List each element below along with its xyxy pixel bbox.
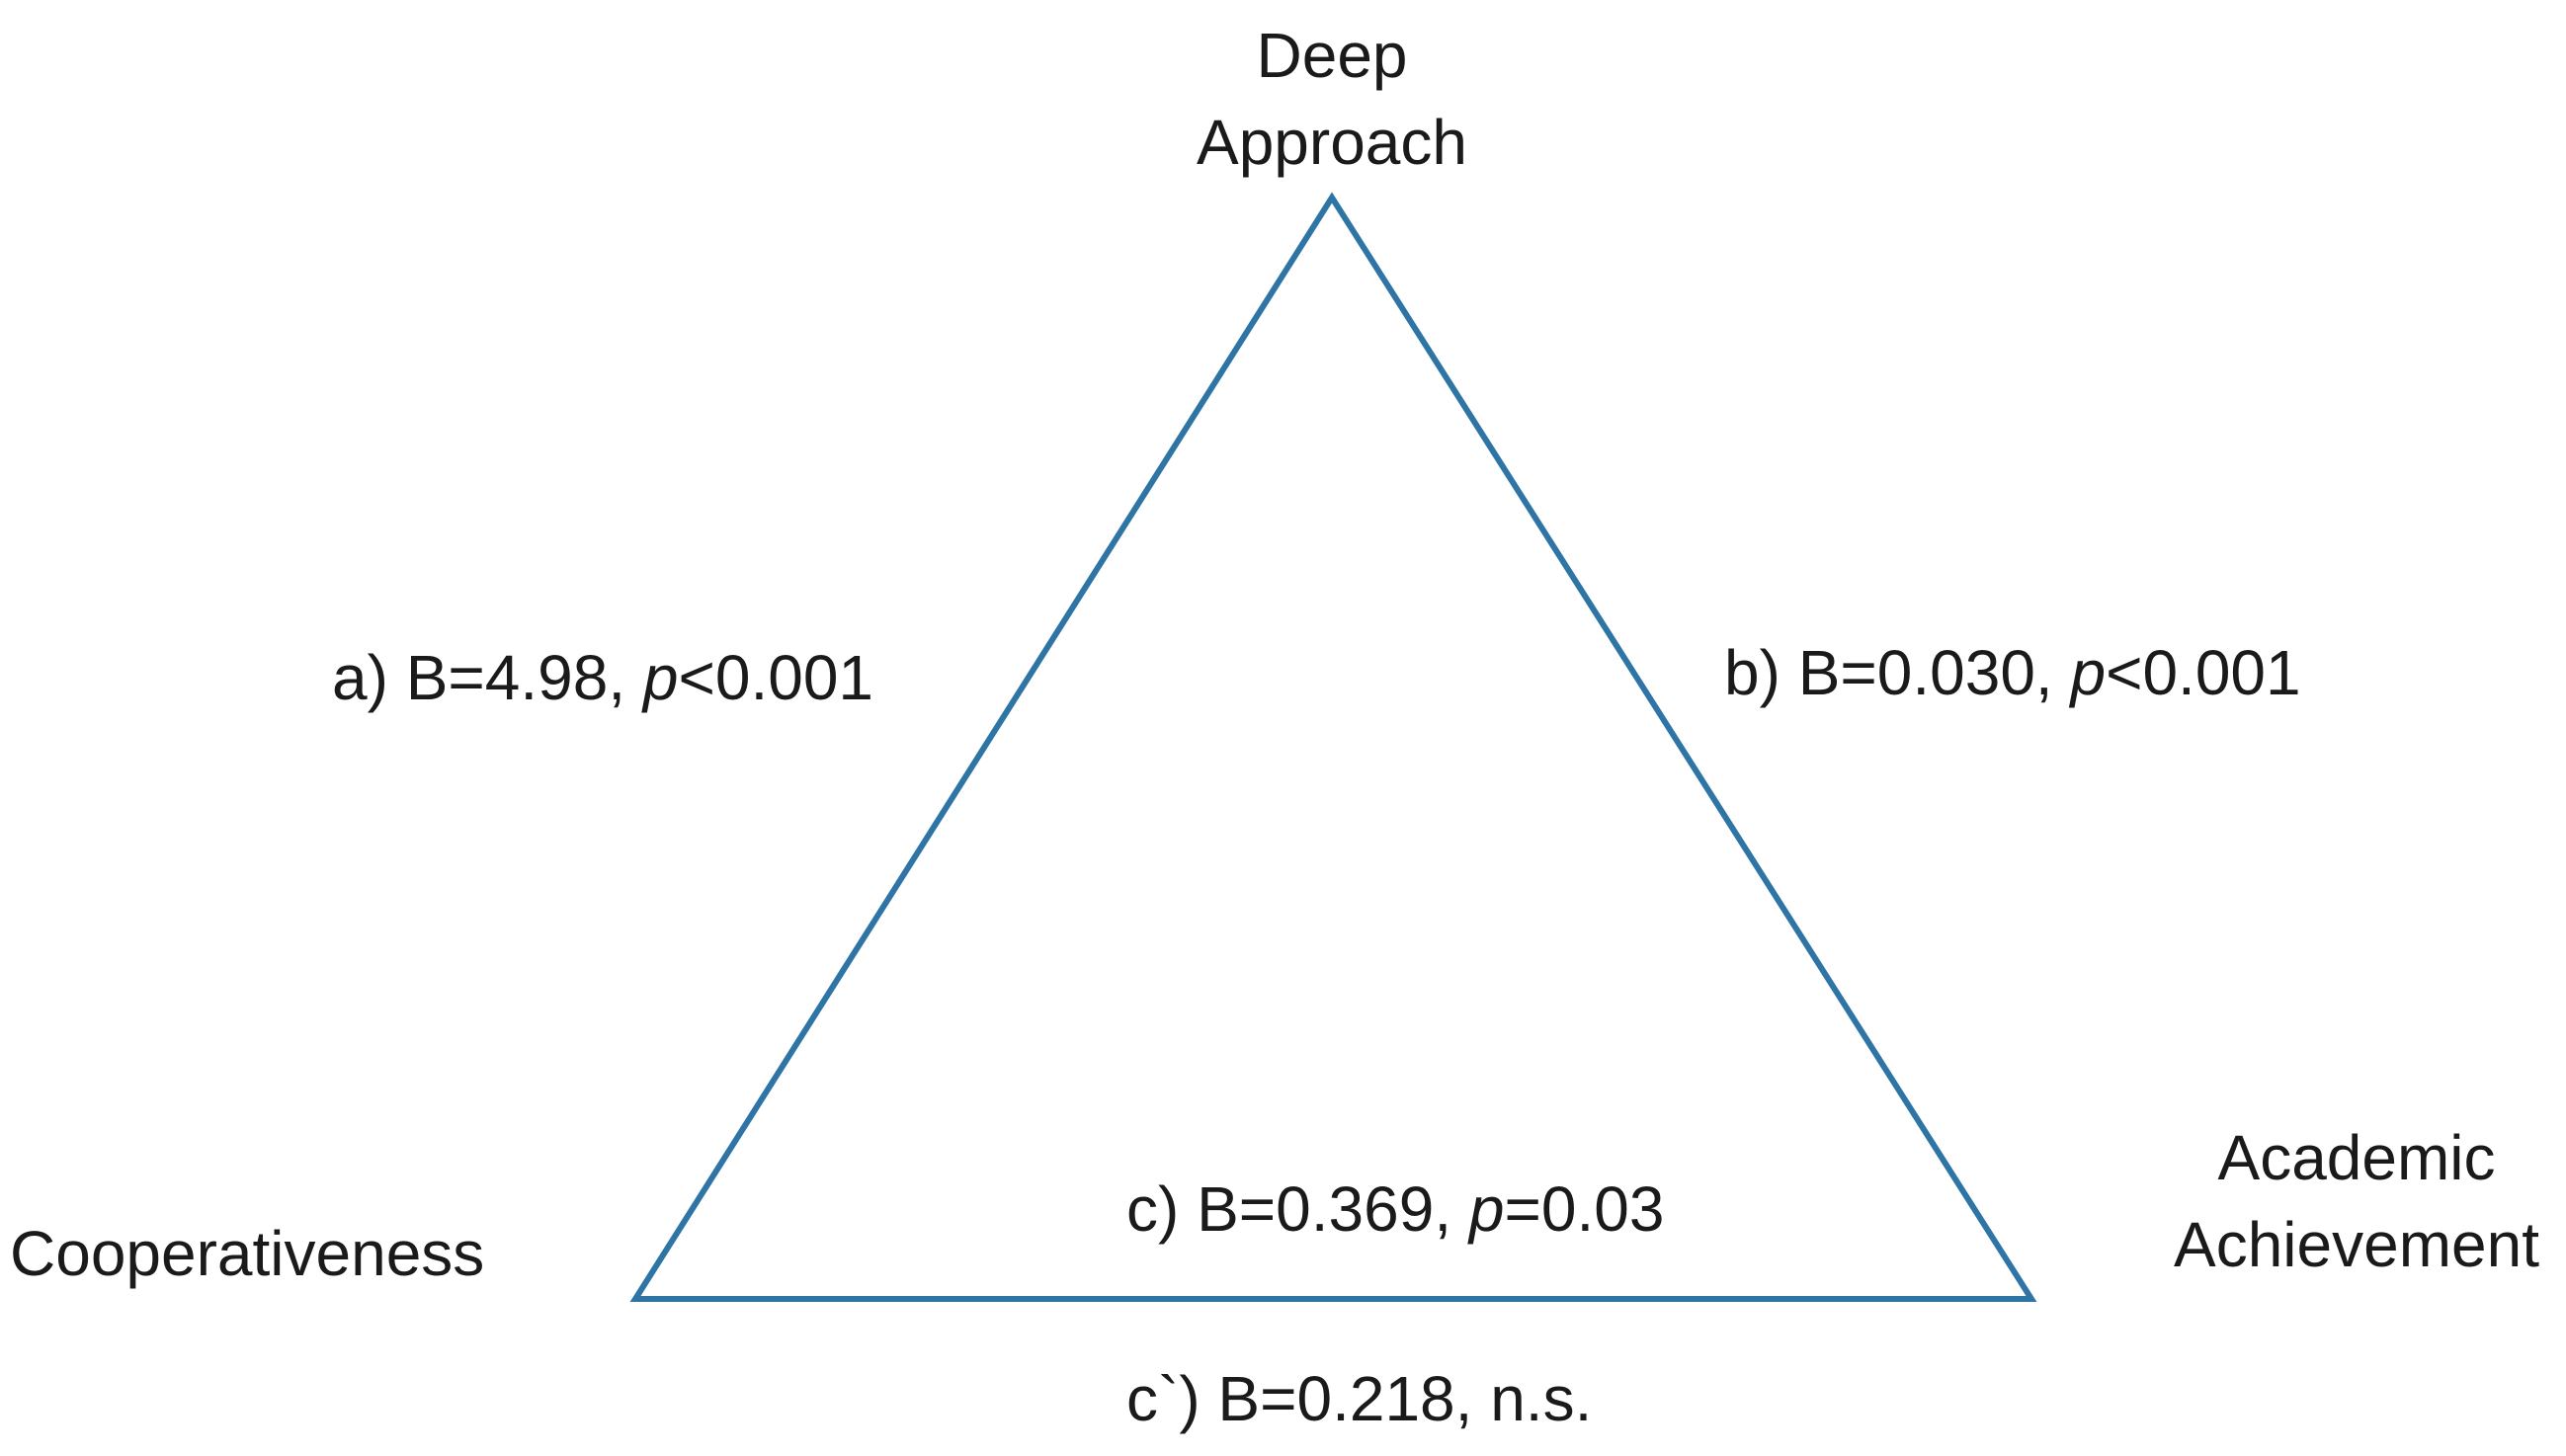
path-a-p-symbol: p xyxy=(642,642,679,713)
mediation-triangle xyxy=(629,192,2037,1302)
node-cooperativeness: Cooperativeness xyxy=(10,1210,484,1297)
path-c-prefix: c) B=0.369, xyxy=(1126,1173,1469,1245)
node-academic-achievement: Academic Achievement xyxy=(2149,1114,2564,1288)
node-deep-approach: Deep Approach xyxy=(1134,12,1530,186)
path-c-p-value: =0.03 xyxy=(1504,1173,1665,1245)
node-cooperativeness-label: Cooperativeness xyxy=(10,1218,485,1289)
node-academic-achievement-line1: Academic xyxy=(2217,1122,2496,1193)
path-a-prefix: a) B=4.98, xyxy=(332,642,643,713)
node-deep-approach-line1: Deep xyxy=(1256,20,1408,91)
path-c-p-symbol: p xyxy=(1468,1173,1505,1245)
path-a-label: a) B=4.98, p<0.001 xyxy=(332,634,873,721)
path-b-p-symbol: p xyxy=(2070,637,2107,708)
path-c-label: c) B=0.369, p=0.03 xyxy=(1126,1166,1664,1253)
path-c-prime-label: c`) B=0.218, n.s. xyxy=(1126,1355,1592,1442)
path-a-p-value: <0.001 xyxy=(678,642,873,713)
path-c-prime-text: c`) B=0.218, n.s. xyxy=(1126,1363,1593,1434)
path-b-prefix: b) B=0.030, xyxy=(1724,637,2071,708)
node-academic-achievement-line2: Achievement xyxy=(2174,1209,2539,1280)
node-deep-approach-line2: Approach xyxy=(1197,107,1467,178)
path-b-p-value: <0.001 xyxy=(2106,637,2301,708)
path-b-label: b) B=0.030, p<0.001 xyxy=(1724,629,2301,716)
